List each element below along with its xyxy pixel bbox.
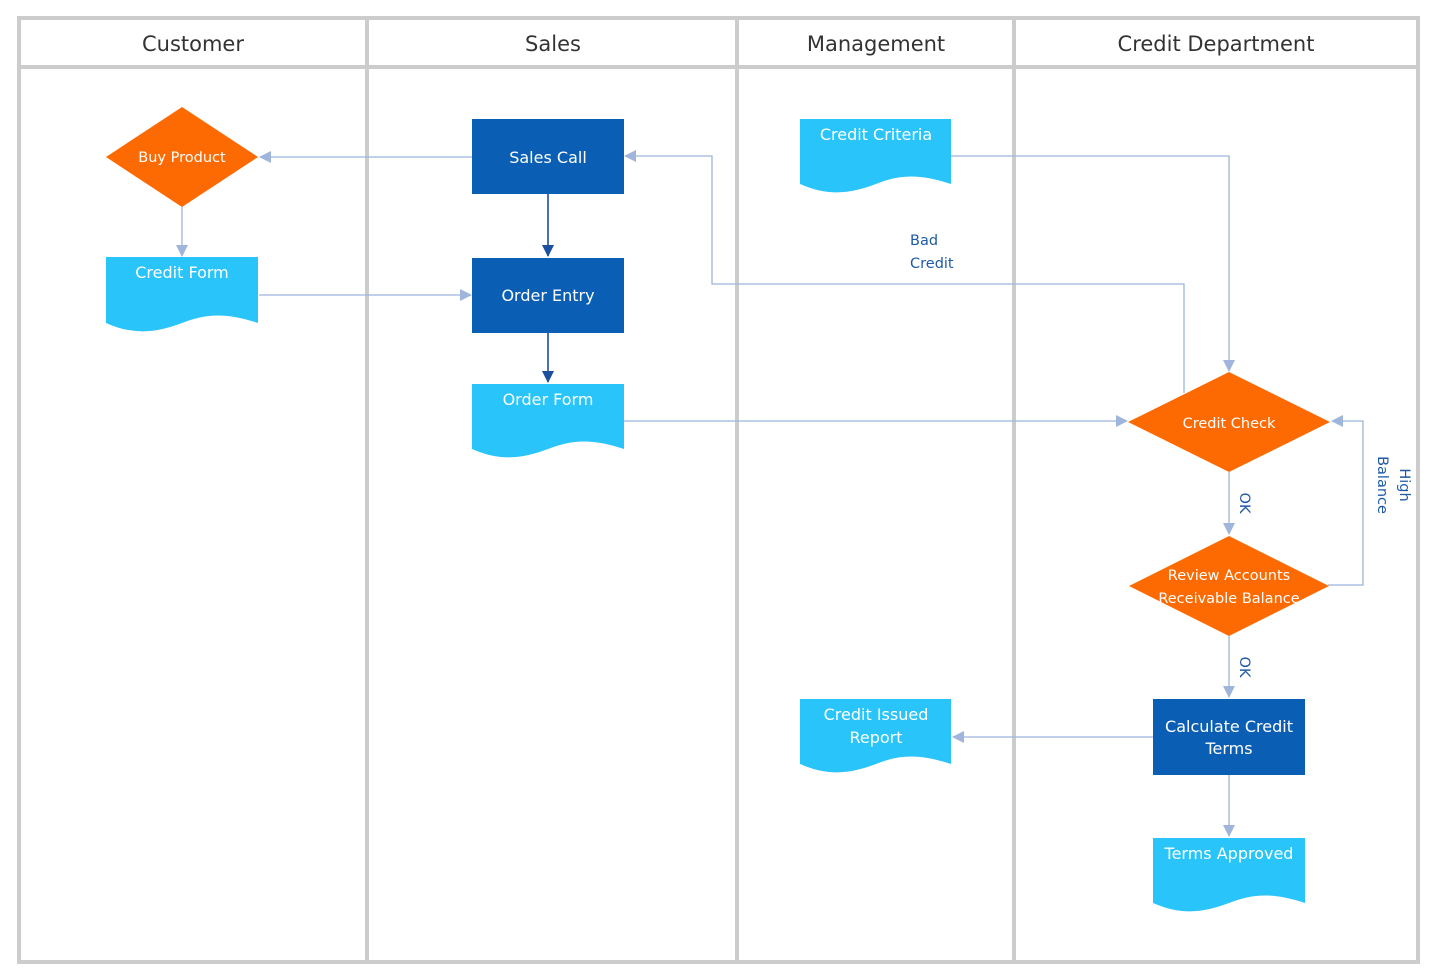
document-shape (800, 699, 951, 773)
edge-label-credit: Credit (910, 256, 954, 272)
edge-label-bad: Bad (910, 233, 938, 249)
node-label: Sales Call (509, 148, 587, 167)
node-label-line1: Credit Issued (824, 705, 929, 724)
node-credit-check[interactable]: Credit Check (1128, 372, 1330, 472)
node-label-line1: Calculate Credit (1165, 717, 1293, 736)
process-shape (472, 119, 624, 194)
node-terms-approved[interactable]: Terms Approved (1153, 838, 1305, 912)
node-label: Order Entry (501, 286, 594, 305)
node-label-line2: Receivable Balance (1158, 591, 1299, 607)
node-label: Order Form (503, 390, 594, 409)
lane-title-customer: Customer (142, 32, 244, 56)
edges (176, 150, 1364, 837)
node-credit-form[interactable]: Credit Form (106, 257, 258, 332)
node-label: Terms Approved (1164, 844, 1294, 863)
swimlane-frame (17, 16, 1420, 964)
process-shape (1153, 699, 1305, 775)
node-credit-criteria[interactable]: Credit Criteria (800, 119, 951, 193)
node-credit-issued-report[interactable]: Credit Issued Report (800, 699, 951, 773)
node-label-line1: Review Accounts (1168, 568, 1290, 584)
node-label: Credit Check (1183, 416, 1276, 432)
lane-title-management: Management (807, 32, 945, 56)
edge-creditcriteria-creditcheck (951, 155, 1235, 372)
document-shape (106, 257, 258, 332)
node-label-line2: Report (849, 728, 902, 747)
node-review-accounts[interactable]: Review Accounts Receivable Balance (1129, 536, 1329, 636)
decision-shape (1128, 372, 1330, 472)
document-shape (472, 384, 624, 458)
decision-shape (1129, 536, 1329, 636)
edge-label-high: High (1396, 468, 1412, 501)
document-shape (1153, 838, 1305, 912)
node-label: Buy Product (138, 150, 226, 166)
node-label-line2: Terms (1204, 739, 1252, 758)
frame-border (17, 16, 1420, 964)
node-buy-product[interactable]: Buy Product (106, 107, 258, 207)
edge-label-balance: Balance (1374, 456, 1390, 514)
node-label: Credit Form (135, 263, 229, 282)
decision-shape (106, 107, 258, 207)
node-calculate-credit-terms[interactable]: Calculate Credit Terms (1153, 699, 1305, 775)
node-order-entry[interactable]: Order Entry (472, 258, 624, 333)
node-sales-call[interactable]: Sales Call (472, 119, 624, 194)
process-shape (472, 258, 624, 333)
node-order-form[interactable]: Order Form (472, 384, 624, 458)
edge-label-ok-2: OK (1236, 657, 1252, 678)
lane-title-credit-department: Credit Department (1118, 32, 1315, 56)
edge-creditcheck-salescall-bad-credit (624, 150, 1185, 393)
lane-title-sales: Sales (525, 32, 581, 56)
edge-label-ok-1: OK (1236, 493, 1252, 514)
node-label: Credit Criteria (820, 125, 932, 144)
document-shape (800, 119, 951, 193)
edge-review-creditcheck-high-balance (1328, 415, 1364, 586)
